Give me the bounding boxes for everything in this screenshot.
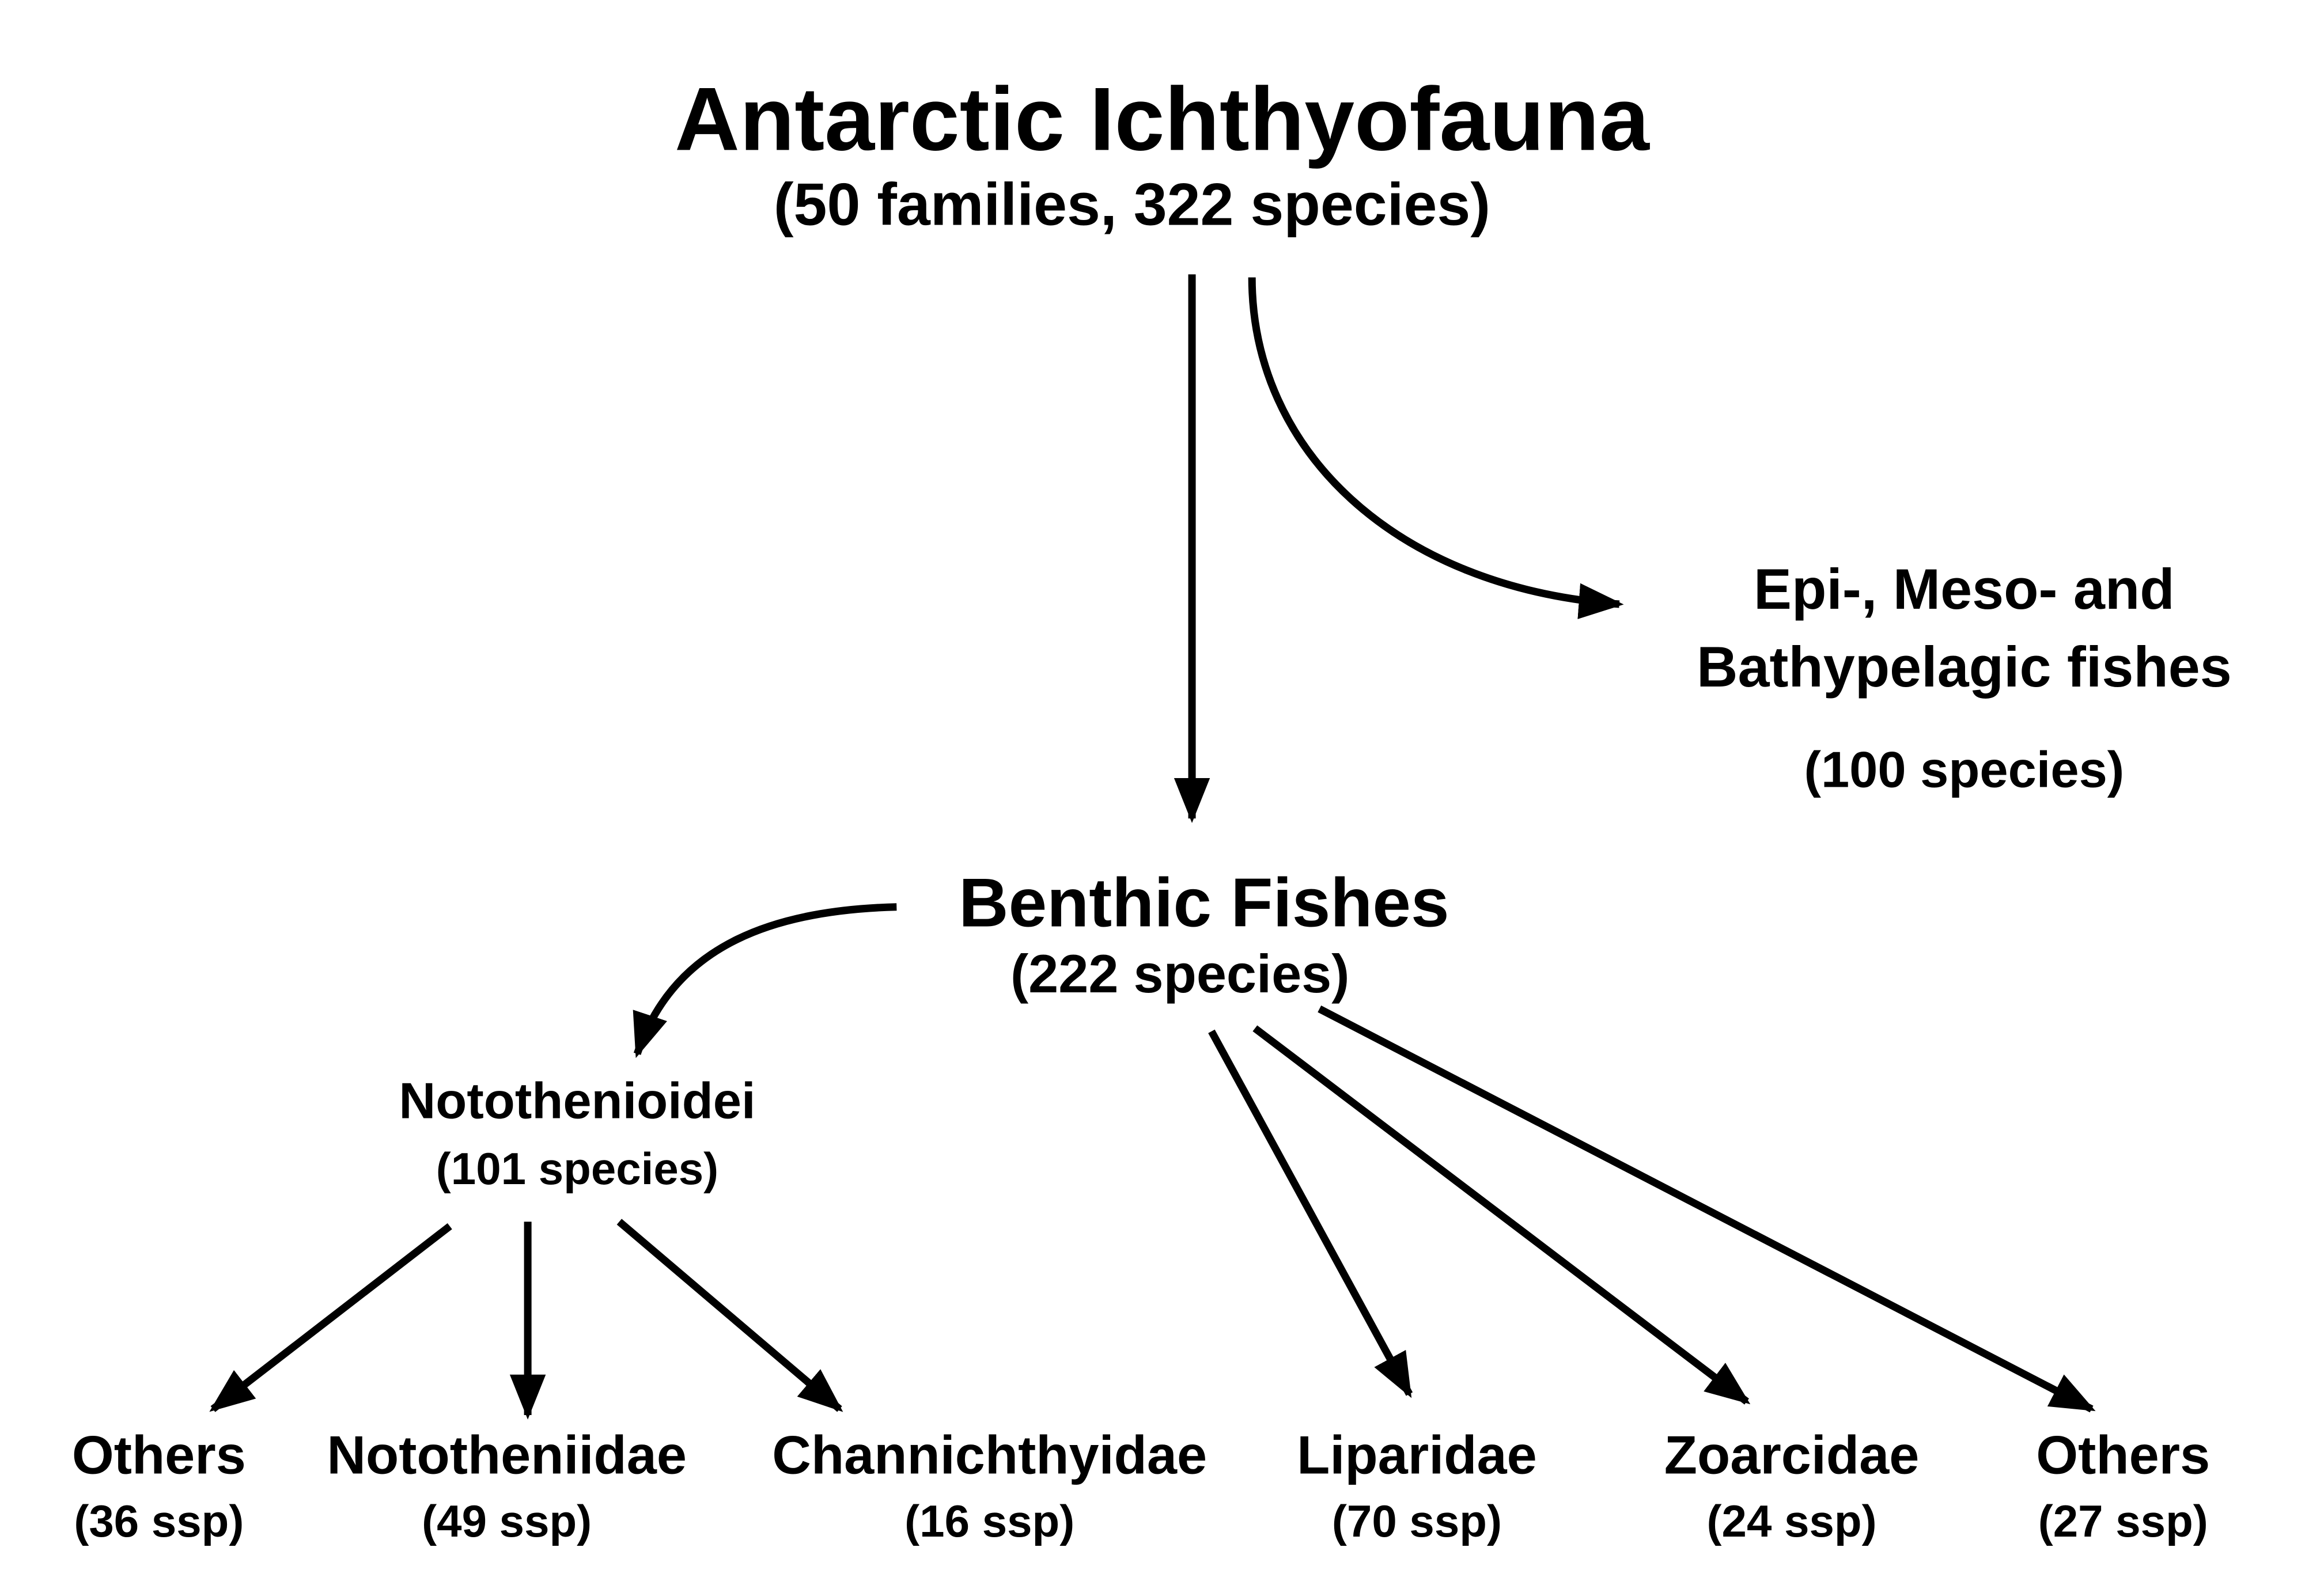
arrow-to-liparidae: [1208, 1029, 1413, 1398]
leaf-name: Channichthyidae: [772, 1424, 1207, 1485]
leaf-count: (49 ssp): [422, 1496, 592, 1546]
arrow-to-others-1: [209, 1223, 452, 1412]
leaf-others-2: Others (27 ssp): [2036, 1424, 2210, 1546]
arrow-to-others-2: [1318, 1005, 2096, 1413]
leaf-count: (70 ssp): [1332, 1496, 1502, 1546]
arrow-to-channichthyidae: [616, 1219, 843, 1412]
leaf-others-1: Others (36 ssp): [72, 1424, 246, 1546]
leaf-zoarcidae: Zoarcidae (24 ssp): [1664, 1424, 1920, 1546]
root-subtitle: (50 families, 322 species): [774, 172, 1490, 238]
notothenioidei-count: (101 species): [436, 1143, 718, 1194]
leaf-liparidae: Liparidae (70 ssp): [1297, 1424, 1537, 1546]
arrow-benthic-to-notothenioidei: [633, 903, 897, 1059]
benthic-count: (222 species): [1010, 943, 1350, 1004]
leaf-count: (16 ssp): [904, 1496, 1074, 1546]
leaf-count: (27 ssp): [2038, 1496, 2208, 1546]
leaf-count: (24 ssp): [1707, 1496, 1877, 1546]
leaf-name: Others: [72, 1424, 246, 1485]
leaf-channichthyidae: Channichthyidae (16 ssp): [772, 1424, 1207, 1546]
arrow-to-zoarcidae: [1252, 1025, 1751, 1405]
pelagic-line2: Bathypelagic fishes: [1697, 635, 2232, 699]
notothenioidei-title: Notothenioidei: [399, 1072, 755, 1129]
leaf-name: Others: [2036, 1424, 2210, 1485]
root-title: Antarctic Ichthyofauna: [675, 69, 1650, 169]
pelagic-count: (100 species): [1804, 741, 2125, 798]
pelagic-line1: Epi-, Meso- and: [1754, 557, 2175, 621]
benthic-title: Benthic Fishes: [959, 865, 1449, 942]
leaf-nototheniidae: Nototheniidae (49 ssp): [327, 1424, 687, 1546]
arrow-root-to-pelagic: [1248, 277, 1624, 619]
leaf-count: (36 ssp): [74, 1496, 244, 1546]
leaf-name: Nototheniidae: [327, 1424, 687, 1485]
leaf-name: Zoarcidae: [1664, 1424, 1920, 1485]
leaf-name: Liparidae: [1297, 1424, 1537, 1485]
